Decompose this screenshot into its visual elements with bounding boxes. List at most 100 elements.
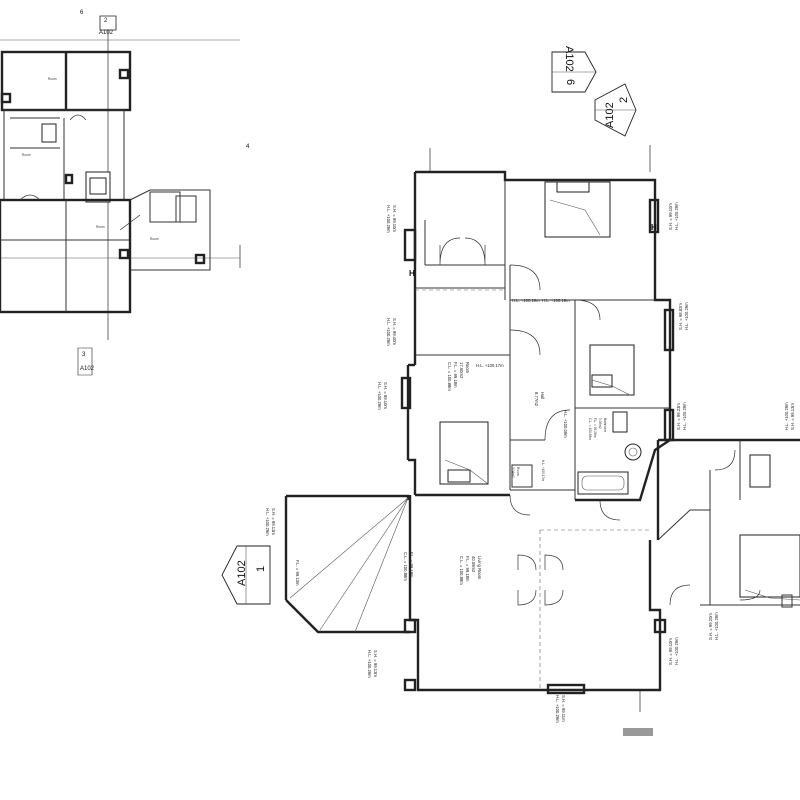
bathtub-icon <box>577 471 629 495</box>
main-plan: H H <box>284 145 800 736</box>
marker-number: 6 <box>80 10 84 16</box>
sill-level-text: H.L. +100.29m <box>555 695 560 723</box>
bed-middle-right <box>589 344 635 396</box>
room-name: Hall <box>540 392 545 399</box>
sill-level-text: H.L. +100.29m <box>684 302 689 330</box>
sill-level-text: S.H. = 99.10m <box>392 205 397 232</box>
key-plan-room-label: Room <box>48 77 57 81</box>
head-level-label: H.L. +100.19m <box>512 298 540 303</box>
marker-sheet: A102 <box>563 46 575 72</box>
room-area: 5.05m2 <box>598 418 602 429</box>
room-floor-level: F.L. = 99.18m <box>453 362 458 388</box>
marker-number: 2 <box>104 18 108 24</box>
room-label-hall: Hall 8.77m2 <box>534 392 545 407</box>
room-floor-level: F.L. = 99.28m <box>593 418 597 438</box>
marker-number: 6 <box>564 79 576 85</box>
section-marker-left-large: 1 A102 <box>221 545 271 605</box>
section-marker-key-plan-bottom: 3 A102 <box>77 347 95 376</box>
sill-level-text: H.L. +100.29m <box>682 402 687 430</box>
room-label-store: Room 3.04m2 <box>511 467 520 478</box>
balcony-level: F.L. = 99.13m <box>295 560 300 586</box>
marker-sheet: A102 <box>236 560 248 586</box>
heater-mark: H <box>651 223 657 232</box>
sill-level-text: S.H. = 99.40m <box>392 318 397 345</box>
room-label-bathroom: Bathroom 5.05m2 F.L. = 99.28m C.L. = 100… <box>588 418 607 440</box>
marker-sheet: A102 <box>80 366 95 372</box>
section-marker-top-large-a: A102 6 <box>551 46 597 93</box>
floor-level: F.L. = 99.13m <box>295 560 300 586</box>
bed-upper-right <box>544 181 611 238</box>
sill-level-text: S.H. = 99.13m <box>271 508 276 535</box>
room-area: 3.04m2 <box>511 467 515 478</box>
room-label-living: Living Room 40.59m2 F.L. = 99.18m C.L. =… <box>459 556 482 585</box>
sill-level-text: H.L. +100.29m <box>377 382 382 410</box>
marker-number: 1 <box>255 566 267 572</box>
key-plan-room-label: Room <box>150 237 159 241</box>
sill-level-text: H.L. +100.29m <box>674 202 679 230</box>
sill-level-text: H.L. +100.29m <box>265 508 270 536</box>
sill-level-text: S.H. = 99.10m <box>383 382 388 409</box>
room-ceiling-level: C.L. = 100.88m <box>447 362 452 391</box>
head-level-label: H.L. +100.19m <box>542 298 570 303</box>
bed-lower-left <box>439 421 489 485</box>
room-name: Bathroom <box>603 418 607 432</box>
key-plan: Room Room Room Room 2 A102 6 3 A102 4 <box>0 10 250 376</box>
sill-level-text: H.L. +100.29m <box>784 402 789 430</box>
head-level-label: H.L. +100.17m <box>476 363 504 368</box>
sill-level-text: S.H. = 99.10m <box>668 203 673 230</box>
marker-sheet: A102 <box>99 30 114 36</box>
room-name: Room <box>465 362 470 374</box>
marker-number: 3 <box>82 352 86 358</box>
sill-level-text: S.H. = 99.11m <box>561 695 566 722</box>
head-level-label: H.L. +100.17m <box>541 460 545 481</box>
sill-level-text: H.L. +100.29m <box>674 637 679 665</box>
ceiling-level: C.L. = 100.88m <box>403 552 408 581</box>
key-plan-room-label: Room <box>96 225 105 229</box>
room-name: Room <box>516 467 520 476</box>
sill-level-text: S.H. = 99.13m <box>373 650 378 677</box>
head-level-label: H.L. +100.09m <box>563 410 568 438</box>
room-floor-level: F.L. = 99.18m <box>465 556 470 582</box>
sill-level-text: H.L. +100.29m <box>386 318 391 346</box>
room-area: 40.59m2 <box>471 556 476 573</box>
sill-level-text: H.L. +100.29m <box>714 612 719 640</box>
room-area: 8.77m2 <box>534 392 539 407</box>
toilet-icon <box>612 411 628 433</box>
room-ceiling-level: C.L. = 100.88m <box>459 556 464 585</box>
room-area: 17.60m2 <box>459 362 464 379</box>
sill-level-text: H.L. +100.29m <box>386 205 391 233</box>
floor-level: F.L. = 99.18m <box>409 552 414 578</box>
sill-level-text: S.H. = 99.20m <box>708 613 713 640</box>
marker-sheet: A102 <box>604 102 616 128</box>
sill-level-text: H.L. +100.29m <box>367 650 372 678</box>
sill-level-text: S.H. = 99.23m <box>676 403 681 430</box>
heater-mark: H <box>409 269 415 278</box>
room-name: Living Room <box>477 556 482 580</box>
room-label-upper: Room 17.60m2 F.L. = 99.18m C.L. = 100.88… <box>447 362 470 391</box>
sink-icon <box>624 443 642 461</box>
room-ceiling-level: C.L. = 100.88m <box>588 418 592 440</box>
key-plan-room-label: Room <box>22 153 31 157</box>
bed-lower-right <box>739 534 800 601</box>
sill-level-text: S.H. = 99.13m <box>790 403 795 430</box>
marker-number: 2 <box>618 97 630 103</box>
balcony <box>284 494 410 634</box>
sill-level-text: S.H. = 99.10m <box>668 638 673 665</box>
window-markers <box>400 198 675 736</box>
living-side-level: F.L. = 99.18m C.L. = 100.88m <box>403 552 414 581</box>
section-marker-top-small: 2 A102 6 <box>80 10 117 36</box>
marker-number: 4 <box>246 144 250 150</box>
